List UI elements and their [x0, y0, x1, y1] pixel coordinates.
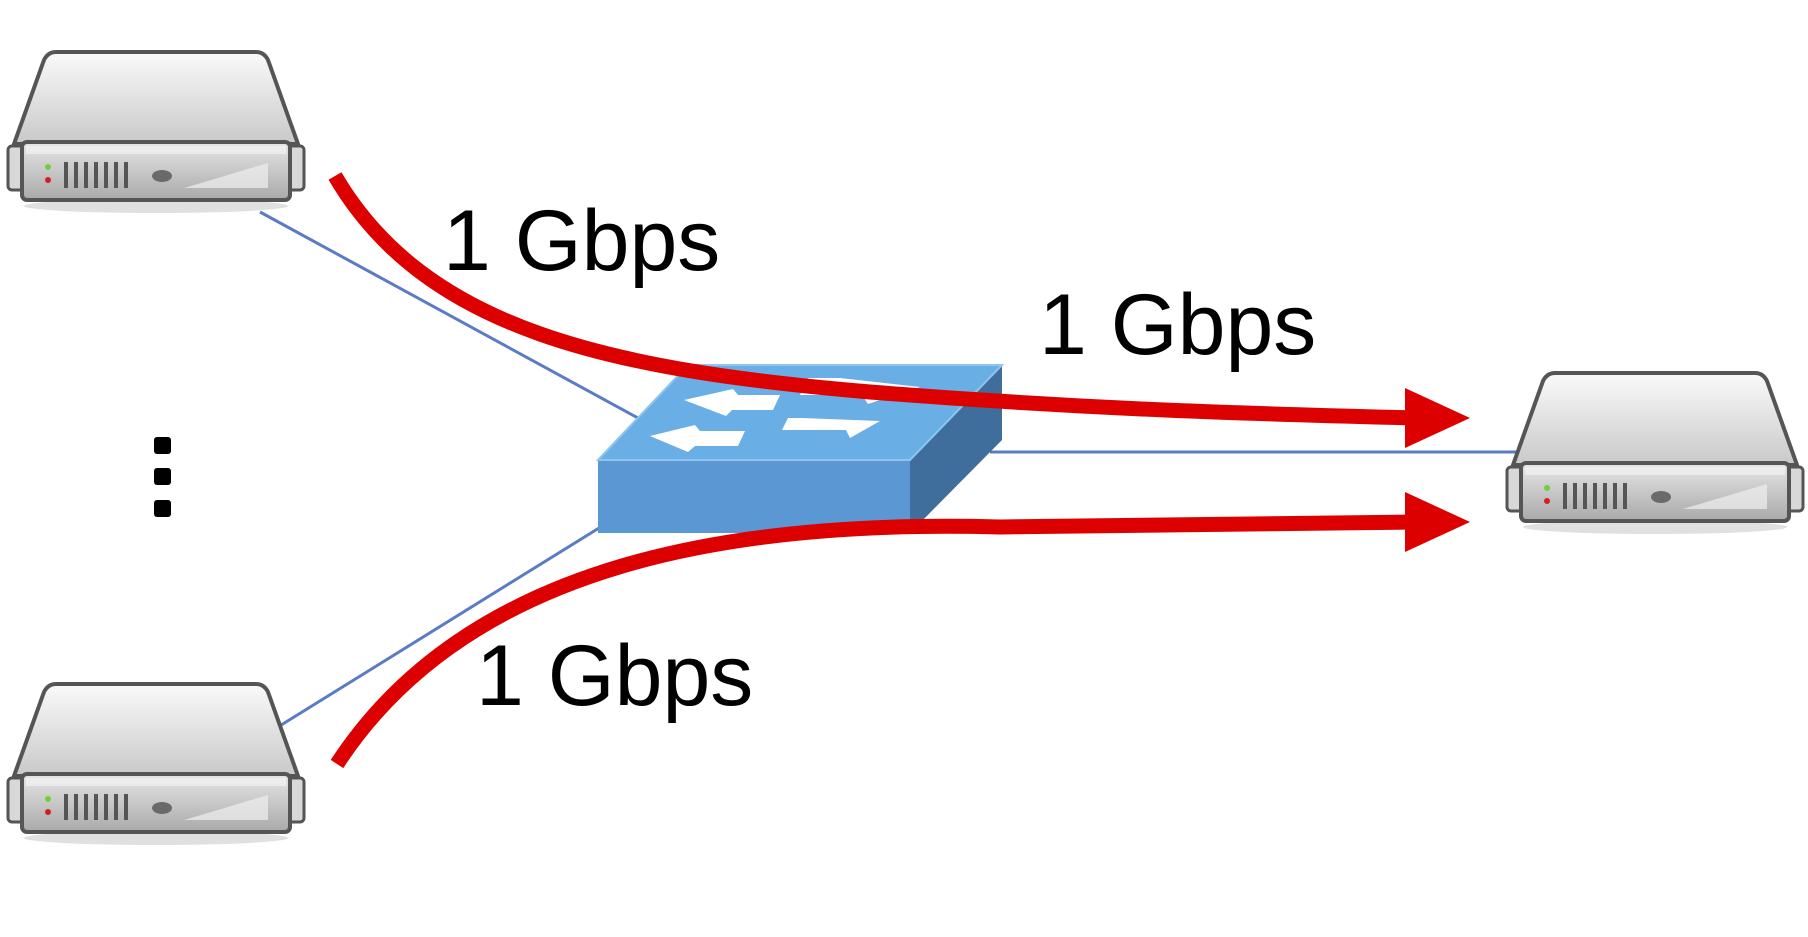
rate-label-bottom-sender: 1 Gbps	[476, 628, 753, 724]
link-bottom-sender	[264, 513, 621, 737]
link-top-sender	[259, 210, 661, 432]
rate-label-output-link: 1 Gbps	[1039, 277, 1316, 373]
flow-top	[328, 172, 1416, 426]
server-icon-bottom-sender	[6, 682, 306, 847]
network-switch-icon	[595, 364, 1005, 533]
link-lines	[259, 210, 1530, 737]
server-icon-receiver	[1505, 371, 1805, 536]
server-icon-top-sender	[6, 50, 306, 215]
flow-bottom	[330, 514, 1416, 769]
traffic-flows	[328, 172, 1416, 769]
flow-bottom-arrowhead	[1405, 492, 1470, 552]
ellipsis-dots	[154, 437, 171, 517]
rate-label-top-sender: 1 Gbps	[443, 193, 720, 289]
flow-top-arrowhead	[1405, 388, 1470, 448]
